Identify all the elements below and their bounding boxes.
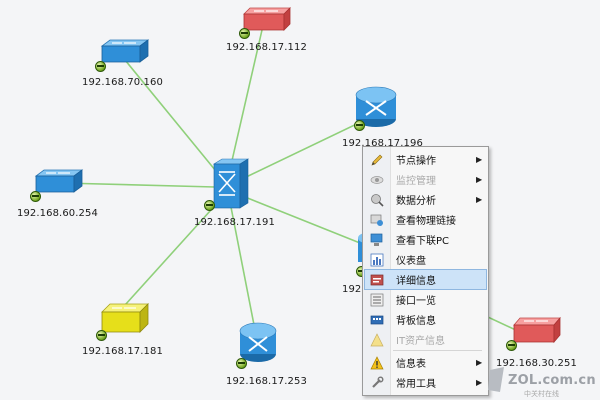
node-ip-n5: 192.168.17.191 [194, 217, 275, 228]
status-dot-n2 [95, 61, 106, 72]
dashboard-icon [370, 253, 384, 266]
watermark-subtext: 中关村在线 [524, 390, 559, 398]
status-dot-n4 [30, 191, 41, 202]
node-ip-n4: 192.168.60.254 [17, 208, 98, 219]
status-dot-n1 [239, 28, 250, 39]
menu-item-details[interactable]: 详细信息 [364, 269, 487, 290]
menu-item-label: 常用工具 [396, 379, 436, 390]
menu-item-label: 详细信息 [396, 276, 436, 287]
pencil-icon [371, 154, 383, 165]
red-switch-icon[interactable] [508, 316, 562, 346]
menu-item-info-table[interactable]: 信息表 ▶ [365, 353, 486, 372]
wrench-icon [372, 376, 384, 388]
menu-item-view-downlink-pc[interactable]: 查看下联PC [365, 230, 486, 249]
router-icon[interactable] [354, 83, 398, 129]
submenu-arrow-icon: ▶ [476, 155, 483, 164]
menu-item-node-operation[interactable]: 节点操作 ▶ [365, 150, 486, 169]
submenu-arrow-icon: ▶ [476, 175, 483, 184]
menu-item-label: IT资产信息 [396, 336, 446, 347]
node-ip-n2: 192.168.70.160 [82, 77, 163, 88]
blue-switch-icon[interactable] [96, 38, 150, 66]
submenu-arrow-icon: ▶ [476, 195, 483, 204]
analysis-icon [371, 193, 384, 207]
core-switch-icon[interactable] [210, 158, 250, 210]
pc-icon [370, 233, 383, 246]
menu-item-monitor-management[interactable]: 监控管理 ▶ [365, 170, 486, 189]
node-ip-n9: 192.1 [342, 284, 372, 295]
zol-logo-icon [488, 367, 504, 392]
node-ip-n3: 192.168.17.196 [342, 138, 423, 149]
submenu-arrow-icon: ▶ [476, 378, 483, 387]
watermark-text: ZOL.com.cn [508, 373, 596, 388]
menu-item-label: 查看物理链接 [396, 216, 456, 227]
eye-icon [370, 175, 384, 184]
link-core-n3 [239, 119, 366, 181]
it-asset-icon [370, 332, 384, 346]
menu-item-label: 背板信息 [396, 316, 436, 327]
node-ip-n7: 192.168.17.253 [226, 376, 307, 387]
menu-item-label: 查看下联PC [396, 236, 450, 247]
context-menu: 节点操作 ▶ 监控管理 ▶ 数据分析 ▶ 查看物理链接 查看下联PC [362, 146, 489, 396]
link-core-n7 [229, 201, 256, 331]
submenu-arrow-icon: ▶ [476, 358, 483, 367]
details-icon [370, 274, 384, 285]
status-dot-n6 [96, 330, 107, 341]
menu-item-interface-list[interactable]: 接口一览 [365, 290, 486, 309]
menu-item-it-asset-info[interactable]: IT资产信息 [365, 330, 486, 349]
status-dot-n8 [506, 340, 517, 351]
link-core-n2 [124, 59, 221, 177]
menu-item-dashboard[interactable]: 仪表盘 [365, 250, 486, 269]
backplane-icon [370, 315, 384, 324]
yellow-switch-icon[interactable] [96, 302, 150, 336]
link-core-n1 [227, 29, 263, 179]
link-core-n4 [61, 182, 216, 188]
menu-item-label: 接口一览 [396, 296, 436, 307]
link-core-n9 [239, 194, 366, 246]
blue-switch-icon[interactable] [30, 168, 84, 196]
router-icon[interactable] [238, 320, 278, 364]
warning-icon [370, 355, 384, 369]
menu-item-label: 监控管理 [396, 176, 436, 187]
interface-list-icon [370, 293, 384, 306]
node-ip-n1: 192.168.17.112 [226, 42, 307, 53]
menu-item-label: 信息表 [396, 359, 426, 370]
menu-item-backplane-info[interactable]: 背板信息 [365, 310, 486, 329]
menu-item-data-analysis[interactable]: 数据分析 ▶ [365, 190, 486, 209]
menu-item-view-physical-link[interactable]: 查看物理链接 [365, 210, 486, 229]
menu-item-label: 仪表盘 [396, 256, 426, 267]
status-dot-n5 [204, 200, 215, 211]
physical-link-icon [370, 214, 383, 226]
menu-separator [393, 350, 482, 351]
node-ip-n8: 192.168.30.251 [496, 358, 577, 369]
status-dot-n3 [354, 120, 365, 131]
node-ip-n6: 192.168.17.181 [82, 346, 163, 357]
menu-item-common-tools[interactable]: 常用工具 ▶ [365, 373, 486, 392]
menu-item-label: 数据分析 [396, 196, 436, 207]
menu-item-label: 节点操作 [396, 156, 436, 167]
link-core-n6 [124, 199, 221, 306]
status-dot-n7 [236, 358, 247, 369]
red-switch-icon[interactable] [238, 6, 292, 34]
